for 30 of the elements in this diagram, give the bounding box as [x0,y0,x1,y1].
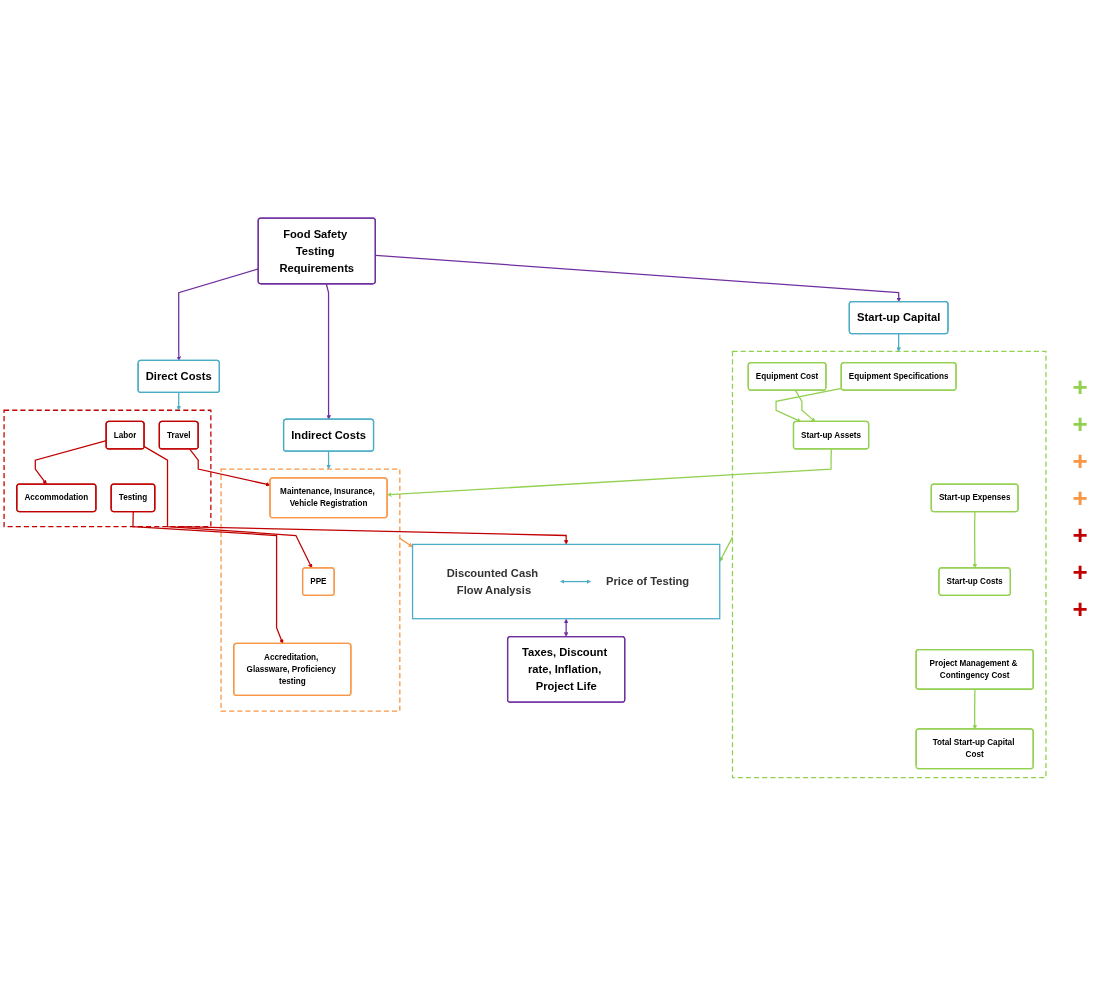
plus-sign: + [1072,519,1088,551]
arrow [326,450,331,470]
arrow [719,536,734,562]
arrow [794,389,816,423]
arrow [896,333,901,352]
arrow [775,387,843,423]
plus-sign: + [1072,371,1088,403]
plus-sign: + [1072,408,1088,440]
arrow [972,511,978,569]
cluster [731,351,1047,779]
arrow [972,689,978,730]
arrow [177,526,569,545]
arrow [560,579,591,584]
arrow [387,448,832,497]
plus-sign: + [1072,445,1088,477]
arrow [143,446,313,569]
plus-sign: + [1072,556,1088,588]
node-text: Discounted Cash Flow Analysis [446,566,539,597]
arrow [189,448,271,487]
plus-sign: + [1072,593,1088,625]
cluster [220,468,401,712]
arrow [325,283,331,420]
plus-sign: + [1072,482,1088,514]
arrow [399,537,413,548]
arrow [176,391,181,411]
node-text: Price of Testing [606,575,690,589]
arrow [563,618,569,637]
cluster [3,409,212,528]
arrow [132,511,284,645]
cluster [411,543,721,620]
